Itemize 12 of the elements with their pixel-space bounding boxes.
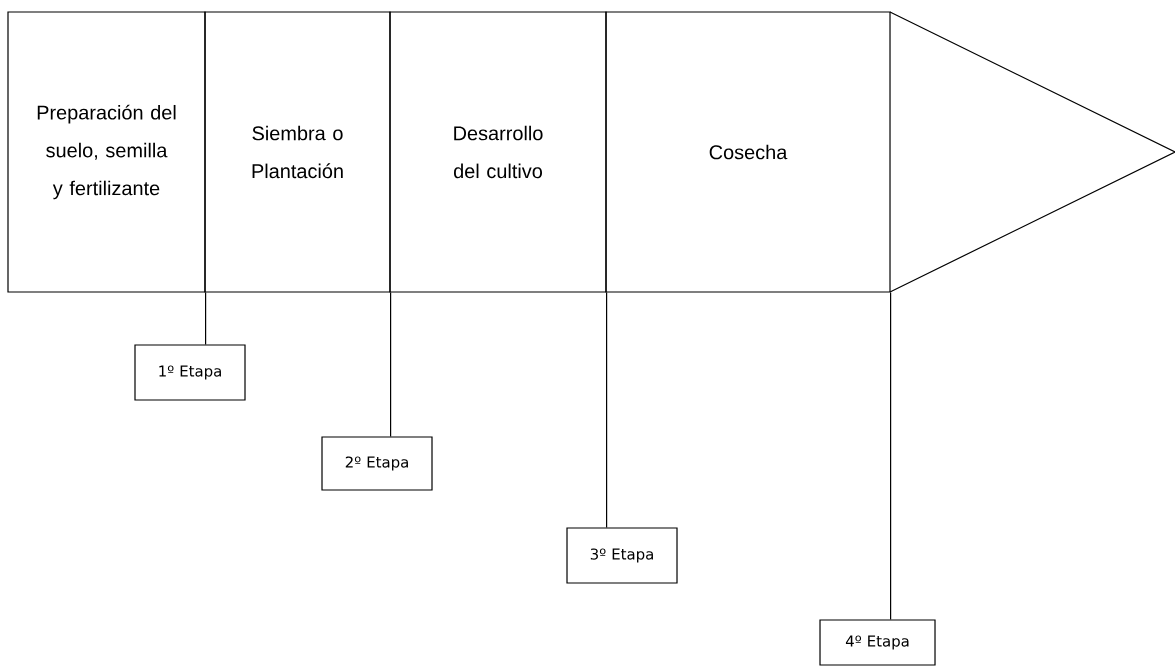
stage-box: 1º Etapa bbox=[134, 344, 246, 401]
stage-box: 4º Etapa bbox=[819, 619, 936, 666]
stage-cell: Siembra o Plantación bbox=[204, 11, 391, 293]
stage-cell: Cosecha bbox=[605, 11, 891, 293]
connector-line bbox=[390, 292, 392, 437]
connector-line bbox=[606, 292, 608, 528]
stage-cell: Preparación del suelo, semilla y fertilizante bbox=[7, 11, 206, 293]
stage-box: 2º Etapa bbox=[321, 436, 433, 491]
stage-box: 3º Etapa bbox=[566, 527, 678, 584]
connector-line bbox=[205, 292, 207, 345]
stage-cell: Desarrollo del cultivo bbox=[389, 11, 607, 293]
connector-line bbox=[890, 292, 892, 620]
